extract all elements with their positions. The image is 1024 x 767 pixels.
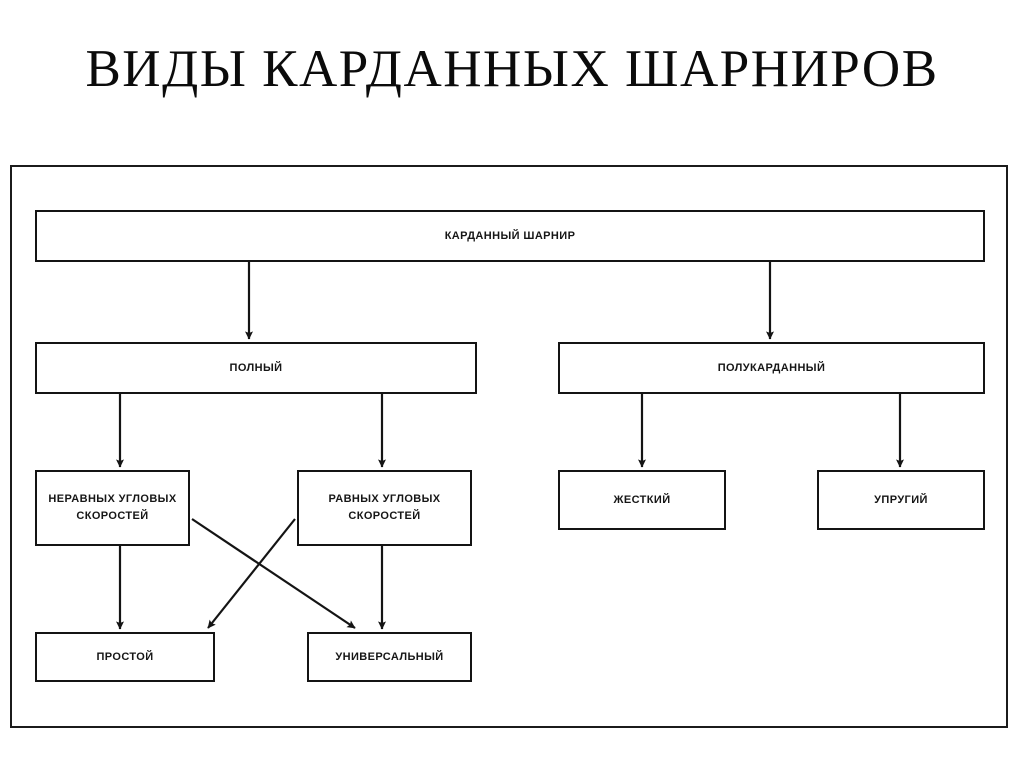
node-label: РАВНЫХ УГЛОВЫХ СКОРОСТЕЙ bbox=[328, 493, 441, 522]
node-polny[interactable]: ПОЛНЫЙ bbox=[35, 342, 477, 394]
node-kardanny-sharnir[interactable]: КАРДАННЫЙ ШАРНИР bbox=[35, 210, 985, 262]
edge-equal-simple bbox=[207, 518, 296, 629]
node-label: ЖЕСТКИЙ bbox=[613, 493, 671, 506]
node-label: ПРОСТОЙ bbox=[96, 650, 154, 663]
page-title: ВИДЫ КАРДАННЫХ ШАРНИРОВ bbox=[85, 40, 939, 98]
node-label: ПОЛНЫЙ bbox=[229, 361, 283, 374]
node-polukardanny[interactable]: ПОЛУКАРДАННЫЙ bbox=[558, 342, 985, 394]
node-uprugiy[interactable]: УПРУГИЙ bbox=[817, 470, 985, 530]
node-prostoy[interactable]: ПРОСТОЙ bbox=[35, 632, 215, 682]
node-label: ПОЛУКАРДАННЫЙ bbox=[717, 361, 826, 374]
diagram-frame: КАРДАННЫЙ ШАРНИР ПОЛНЫЙ ПОЛУКАРДАННЫЙ НЕ… bbox=[10, 165, 1008, 728]
node-universalny[interactable]: УНИВЕРСАЛЬНЫЙ bbox=[307, 632, 472, 682]
node-ravnyh-uglovyh-skorostey[interactable]: РАВНЫХ УГЛОВЫХ СКОРОСТЕЙ bbox=[297, 470, 472, 546]
node-neravnyh-uglovyh-skorostey[interactable]: НЕРАВНЫХ УГЛОВЫХ СКОРОСТЕЙ bbox=[35, 470, 190, 546]
node-label: НЕРАВНЫХ УГЛОВЫХ СКОРОСТЕЙ bbox=[48, 493, 177, 522]
node-label: УПРУГИЙ bbox=[874, 493, 928, 506]
node-zhestkiy[interactable]: ЖЕСТКИЙ bbox=[558, 470, 726, 530]
node-label: КАРДАННЫЙ ШАРНИР bbox=[444, 229, 576, 242]
node-label: УНИВЕРСАЛЬНЫЙ bbox=[335, 650, 444, 663]
